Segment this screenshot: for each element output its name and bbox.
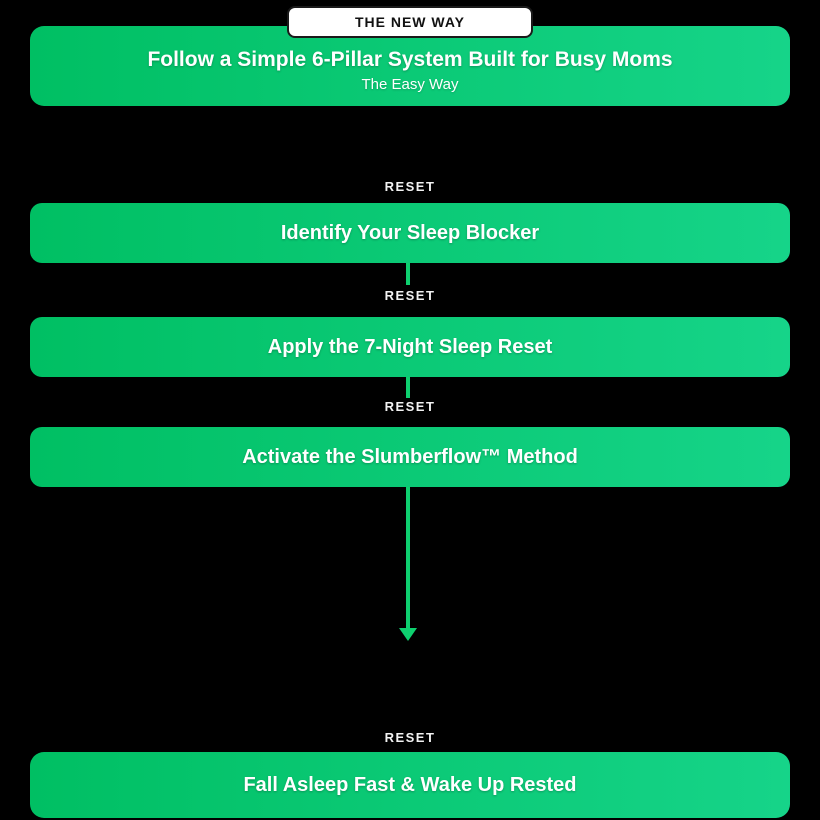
- long-arrow-line: [406, 486, 410, 629]
- step-title-2: Apply the 7-Night Sleep Reset: [267, 335, 553, 358]
- arrow-down-icon: [399, 628, 417, 641]
- step-title-3: Activate the Slumberflow™ Method: [242, 445, 578, 468]
- reset-label-1: RESET: [384, 179, 436, 194]
- reset-label-2: RESET: [384, 288, 436, 303]
- hero-title: Follow a Simple 6-Pillar System Built fo…: [147, 47, 673, 71]
- step-title-4: Fall Asleep Fast & Wake Up Rested: [243, 773, 577, 796]
- step-box-7-night-reset: Apply the 7-Night Sleep Reset: [30, 317, 790, 377]
- hero-subtitle: The Easy Way: [361, 76, 459, 94]
- step-box-fall-asleep-fast: Fall Asleep Fast & Wake Up Rested: [30, 752, 790, 818]
- step-box-identify-blocker: Identify Your Sleep Blocker: [30, 203, 790, 263]
- hero-box: Follow a Simple 6-Pillar System Built fo…: [30, 26, 790, 106]
- step-title-1: Identify Your Sleep Blocker: [280, 221, 540, 244]
- connector-line-2: [406, 376, 410, 398]
- connector-line-1: [406, 262, 410, 285]
- badge-label: THE NEW WAY: [354, 14, 466, 30]
- the-new-way-badge: THE NEW WAY: [287, 6, 533, 38]
- reset-label-3: RESET: [384, 399, 436, 414]
- reset-label-4: RESET: [384, 730, 436, 745]
- step-box-slumberflow-method: Activate the Slumberflow™ Method: [30, 427, 790, 487]
